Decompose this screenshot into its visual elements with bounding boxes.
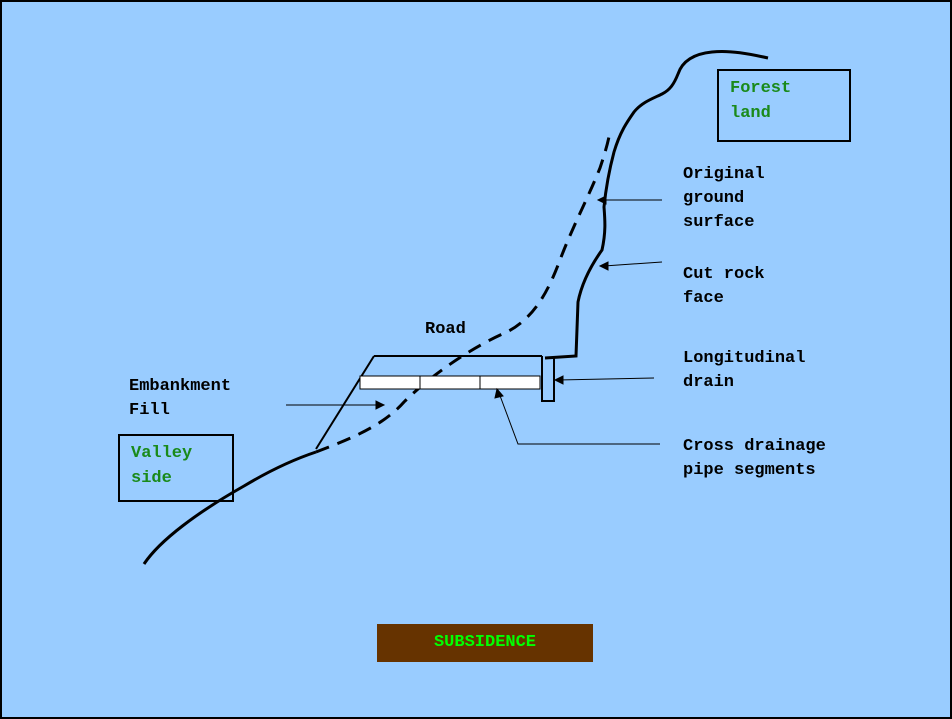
valley-slope-line (142, 450, 317, 565)
arrowhead-icon (596, 195, 607, 205)
pipe-segment (479, 375, 541, 390)
longitudinal-drain-shape (541, 356, 555, 402)
subsidence-banner: SUBSIDENCE (377, 624, 593, 662)
arrow-cross-drainage (498, 392, 660, 445)
road-label: Road (425, 320, 466, 339)
embankment-edge-line (315, 355, 375, 450)
pipe-segment (419, 375, 481, 390)
embankment-fill-label: Embankment Fill (129, 377, 232, 420)
original-ground-dashed-line (315, 131, 612, 454)
cross-drainage-label: Cross drainage pipe segments (683, 437, 826, 480)
original-ground-label: Original ground surface (683, 165, 765, 232)
arrow-cut-rock-face (603, 261, 663, 267)
arrowhead-icon (553, 375, 564, 385)
arrowhead-icon (598, 261, 609, 271)
longitudinal-drain-label: Longitudinal drain (683, 349, 806, 392)
cut-rock-face-line (544, 50, 769, 360)
valley-side-box: Valley side (118, 434, 234, 502)
arrow-longitudinal-drain (557, 377, 655, 381)
pipe-segment (359, 375, 421, 390)
arrowhead-icon (494, 387, 504, 399)
forest-land-box: Forest land (717, 69, 851, 142)
cut-rock-face-label: Cut rock face (683, 265, 765, 308)
arrowhead-icon (375, 400, 386, 410)
